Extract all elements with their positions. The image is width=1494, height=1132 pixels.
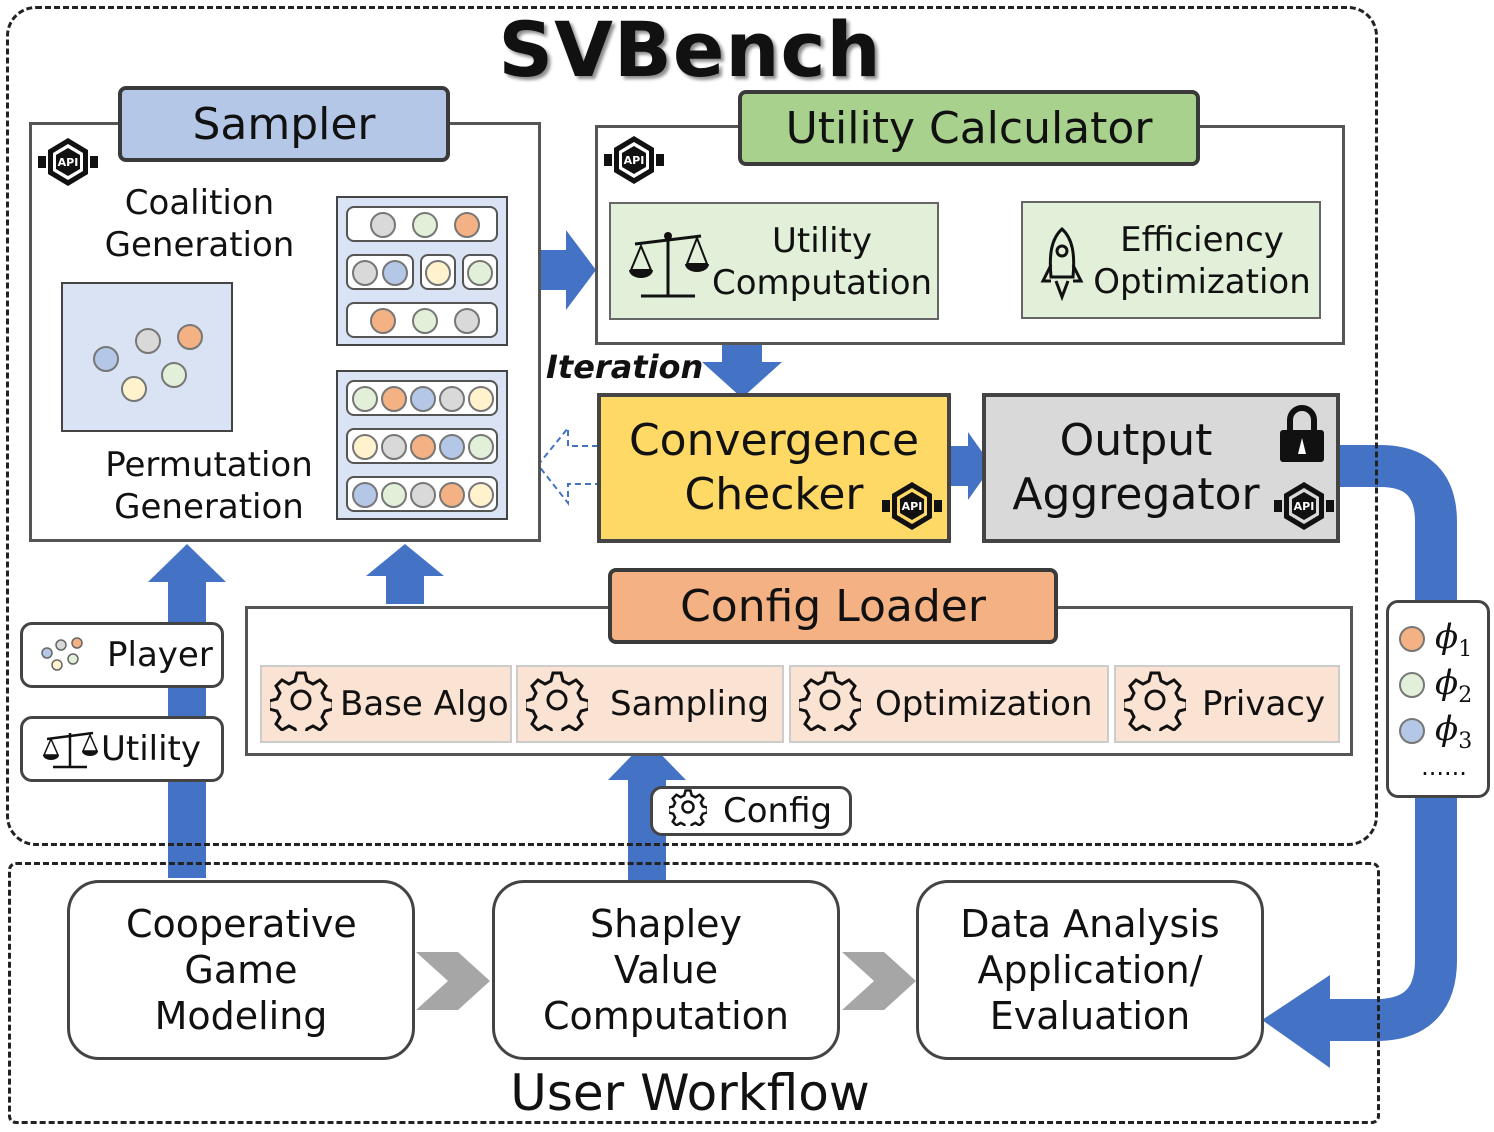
coalition-label: Coalition Generation	[104, 183, 295, 265]
coalition-slot	[420, 254, 456, 290]
workflow-step-game-modeling: Cooperative Game Modeling	[67, 880, 415, 1060]
utility-computation-box: Utility Computation	[609, 202, 939, 320]
workflow-to-sampler-arrow	[148, 544, 226, 878]
workflow-step-data-analysis: Data Analysis Application/ Evaluation	[916, 880, 1264, 1060]
output-value-index: 2	[1458, 682, 1473, 708]
convergence-to-aggregator-arrow	[950, 432, 992, 500]
coalition-slot	[462, 254, 498, 290]
gear-icon	[796, 669, 864, 740]
output-value-index: 3	[1458, 728, 1473, 754]
balance-scale-icon	[625, 224, 711, 304]
efficiency-optimization-label: Efficiency Optimization	[1093, 220, 1311, 302]
output-value-row: ϕ1	[1399, 616, 1489, 662]
balance-scale-icon	[41, 727, 99, 771]
workflow-step-shapley-computation: Shapley Value Computation	[492, 880, 840, 1060]
sampler-to-utility-arrow	[540, 230, 596, 310]
coalition-slot	[346, 254, 414, 290]
output-values-pill: ϕ1 ϕ2 ϕ3 ......	[1386, 600, 1490, 798]
gear-icon	[667, 788, 709, 835]
player-dot	[93, 346, 119, 372]
rocket-icon	[1039, 225, 1085, 303]
permutation-group	[336, 370, 508, 520]
svbench-frame	[6, 6, 1378, 846]
permutation-slot	[346, 428, 498, 464]
config-item-base-algo: Base Algo	[260, 665, 512, 743]
workflow-step-label: Cooperative Game Modeling	[126, 902, 357, 1038]
output-value-symbol: ϕ	[1435, 616, 1459, 657]
iteration-label: Iteration	[546, 348, 704, 386]
coalition-group	[336, 196, 508, 346]
output-value-symbol: ϕ	[1435, 708, 1459, 749]
output-aggregator-box: Output Aggregator	[982, 393, 1340, 543]
output-curve-arrowhead	[1262, 975, 1330, 1068]
config-loader-title: Config Loader	[608, 568, 1058, 644]
utility-input-label: Utility	[101, 729, 202, 769]
utility-input-pill: Utility	[20, 716, 224, 782]
utility-to-convergence-arrow	[702, 344, 782, 398]
config-item-label: Base Algo	[340, 684, 509, 724]
utility-calculator-title: Utility Calculator	[738, 90, 1200, 166]
workflow-step-label: Data Analysis Application/ Evaluation	[960, 902, 1220, 1038]
gear-icon	[267, 669, 335, 740]
api-badge-icon: API	[602, 132, 666, 188]
config-item-sampling: Sampling	[516, 665, 784, 743]
coalition-slot	[346, 302, 498, 338]
output-ellipsis: ......	[1421, 753, 1467, 781]
utility-computation-label: Utility Computation	[711, 221, 933, 303]
api-badge-icon: API	[880, 478, 944, 534]
coalition-slot	[346, 206, 498, 242]
output-value-symbol: ϕ	[1435, 662, 1459, 703]
config-to-sampler-arrow	[366, 544, 444, 604]
lock-icon	[1276, 402, 1328, 464]
player-dot	[121, 376, 147, 402]
config-input-label: Config	[723, 791, 833, 831]
output-value-row: ϕ2	[1399, 662, 1489, 708]
output-aggregator-title: Output Aggregator	[1012, 415, 1260, 520]
player-dot	[177, 324, 203, 350]
workflow-chevron-2	[842, 952, 916, 1010]
svg-text:API: API	[624, 154, 645, 167]
config-item-label: Privacy	[1202, 684, 1326, 724]
workflow-step-label: Shapley Value Computation	[543, 902, 789, 1038]
svg-text:API: API	[902, 500, 923, 513]
config-input-pill: Config	[650, 786, 852, 836]
permutation-slot	[346, 380, 498, 416]
gear-icon	[523, 669, 591, 740]
player-dots-icon	[39, 635, 95, 675]
gear-icon	[1121, 669, 1189, 740]
config-item-label: Sampling	[610, 684, 770, 724]
permutation-label: Permutation Generation	[105, 445, 313, 527]
efficiency-optimization-box: Efficiency Optimization	[1021, 201, 1321, 319]
permutation-slot	[346, 476, 498, 512]
api-badge-icon: API	[1272, 478, 1336, 534]
player-pool	[61, 282, 233, 432]
output-value-row: ϕ3	[1399, 708, 1489, 754]
config-item-label: Optimization	[875, 684, 1093, 724]
convergence-checker-title: Convergence Checker	[628, 415, 920, 520]
player-input-label: Player	[107, 635, 213, 675]
workflow-to-config-arrow	[608, 740, 686, 882]
convergence-to-sampler-dashed-arrow	[536, 425, 599, 506]
user-workflow-frame	[8, 862, 1380, 1124]
player-dot	[161, 362, 187, 388]
output-value-index: 1	[1458, 636, 1473, 662]
player-dot	[135, 328, 161, 354]
player-input-pill: Player	[20, 622, 224, 688]
user-workflow-title: User Workflow	[510, 1064, 870, 1122]
config-item-privacy: Privacy	[1114, 665, 1340, 743]
workflow-chevron-1	[416, 952, 490, 1010]
svg-text:API: API	[1294, 500, 1315, 513]
page-title: SVBench	[498, 4, 882, 94]
svg-text:API: API	[58, 156, 79, 169]
api-badge-icon: API	[36, 134, 100, 190]
sampler-title: Sampler	[118, 86, 450, 162]
config-item-optimization: Optimization	[789, 665, 1109, 743]
